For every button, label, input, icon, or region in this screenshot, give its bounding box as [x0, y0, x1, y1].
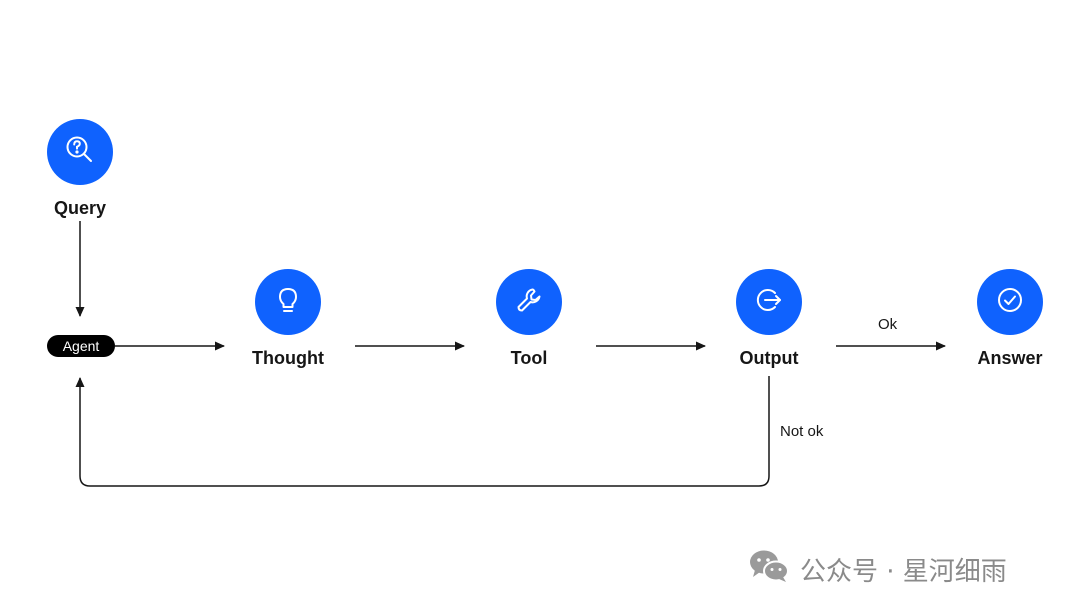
- tool-node: [496, 269, 562, 335]
- tool-label: Tool: [510, 348, 548, 368]
- agent-pill: Agent: [47, 335, 115, 357]
- lightbulb-icon: [271, 283, 305, 322]
- thought-node: [255, 269, 321, 335]
- exit-arrow-icon: [752, 283, 786, 322]
- watermark-text: 公众号 · 星河细雨: [800, 557, 1007, 587]
- thought-label: Thought: [252, 348, 324, 368]
- wrench-icon: [512, 283, 546, 322]
- checkmark-circle-icon: [993, 283, 1027, 322]
- watermark: 公众号 · 星河细雨: [748, 548, 1007, 591]
- query-label: Query: [53, 198, 107, 218]
- output-label: Output: [739, 348, 799, 368]
- answer-node: [977, 269, 1043, 335]
- not-ok-edge-label: Not ok: [780, 423, 824, 440]
- wechat-icon: [748, 548, 790, 591]
- arrow-output-loop-to-agent: [75, 376, 770, 487]
- output-node: [736, 269, 802, 335]
- question-search-icon: [63, 133, 97, 172]
- answer-label: Answer: [977, 348, 1043, 368]
- query-node: [47, 119, 113, 185]
- ok-edge-label: Ok: [878, 316, 898, 333]
